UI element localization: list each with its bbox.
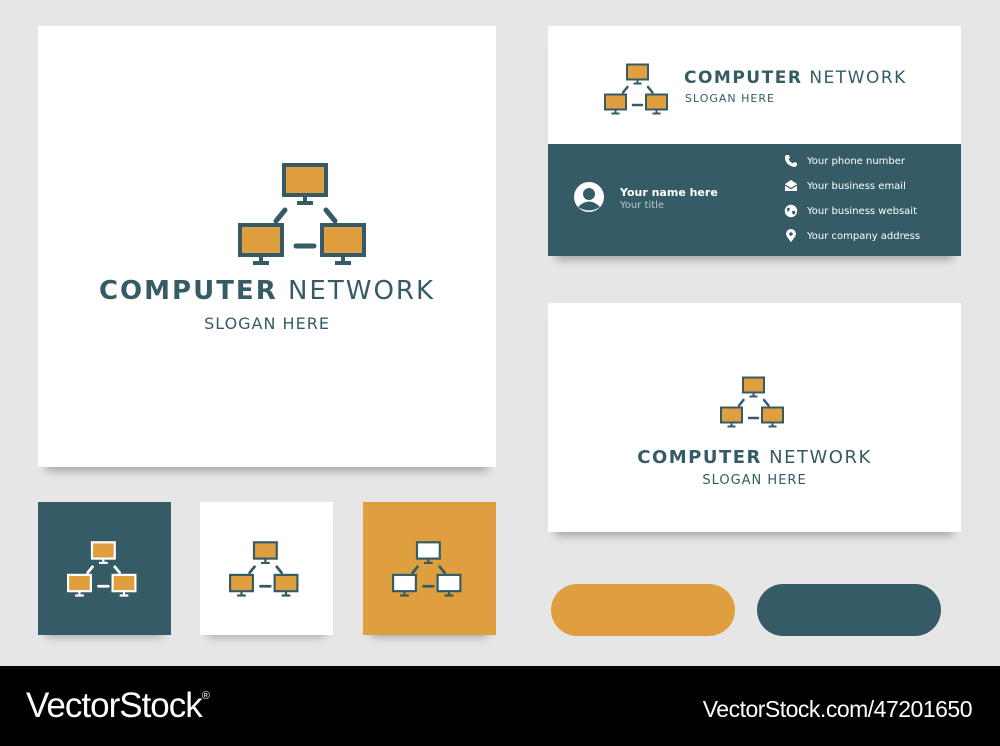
computer-network-icon xyxy=(392,540,468,600)
computer-network-icon xyxy=(238,152,378,280)
phone-icon xyxy=(785,155,797,167)
image-url: VectorStock.com/47201650 xyxy=(702,696,973,722)
brand-name-light: NETWORK xyxy=(287,276,436,306)
brand-name-light: NETWORK xyxy=(809,68,907,88)
computer-network-icon xyxy=(720,375,790,431)
card-name: Your name here xyxy=(620,186,718,199)
business-card-front: COMPUTER NETWORK SLOGAN HERE Your name h… xyxy=(548,26,961,256)
contact-website: Your business websait xyxy=(784,204,917,218)
contact-phone: Your phone number xyxy=(784,154,905,168)
computer-network-icon xyxy=(229,540,305,600)
computer-network-icon xyxy=(604,62,674,118)
vectorstock-logo: VectorStock® xyxy=(26,686,210,726)
contact-band: Your name here Your title Your phone num… xyxy=(548,144,961,256)
brand-name-light: NETWORK xyxy=(769,447,872,468)
color-pill-orange xyxy=(551,584,735,636)
business-card-back: COMPUTER NETWORK SLOGAN HERE xyxy=(548,303,961,532)
contact-label: Your business email xyxy=(807,180,906,192)
swatch-teal xyxy=(38,502,171,635)
color-pill-teal xyxy=(757,584,941,636)
brand-name-bold: COMPUTER xyxy=(637,447,762,468)
computer-network-icon xyxy=(67,540,143,600)
globe-icon xyxy=(784,204,798,218)
swatch-orange xyxy=(363,502,496,635)
vectorstock-brand: VectorStock xyxy=(26,686,203,725)
swatch-white xyxy=(200,502,333,635)
contact-label: Your company address xyxy=(807,230,921,242)
contact-label: Your business websait xyxy=(807,205,918,217)
brand-name: COMPUTER NETWORK xyxy=(684,68,907,88)
watermark-footer: VectorStock® VectorStock.com/47201650 xyxy=(0,666,1000,746)
slogan: SLOGAN HERE xyxy=(685,92,775,105)
contact-email: Your business email xyxy=(784,179,906,193)
card-title: Your title xyxy=(620,200,665,211)
location-pin-icon xyxy=(786,229,796,242)
brand-name: COMPUTER NETWORK xyxy=(548,447,961,468)
slogan: SLOGAN HERE xyxy=(702,473,807,488)
slogan: SLOGAN HERE xyxy=(204,314,330,333)
brand-name-bold: COMPUTER xyxy=(98,276,278,306)
brand-name: COMPUTER NETWORK xyxy=(38,276,496,306)
contact-address: Your company address xyxy=(784,229,920,243)
avatar-icon xyxy=(574,182,604,212)
registered-mark: ® xyxy=(201,690,210,702)
email-icon xyxy=(784,180,798,191)
brand-name-bold: COMPUTER xyxy=(684,68,803,88)
contact-label: Your phone number xyxy=(807,155,906,167)
main-logo-card: COMPUTER NETWORK SLOGAN HERE xyxy=(38,26,496,467)
